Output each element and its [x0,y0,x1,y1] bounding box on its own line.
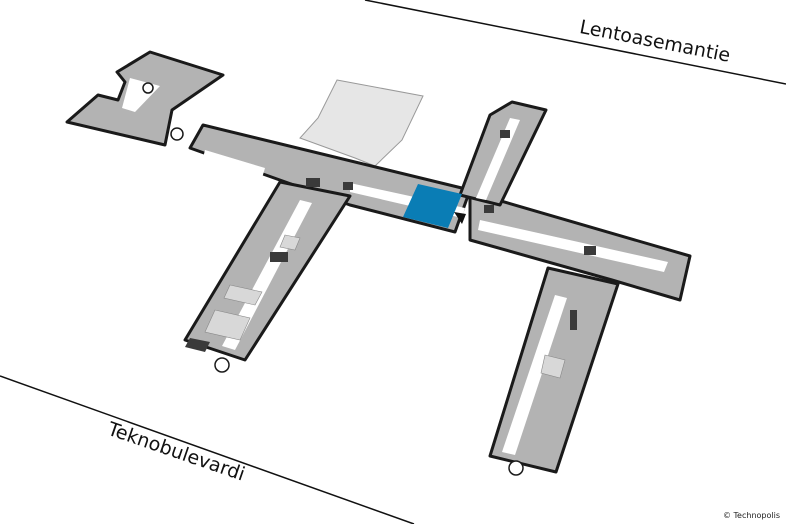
location-arrow-icon [454,212,466,224]
entrance-icon[interactable] [142,82,154,94]
entrance-icons [142,82,524,476]
entrance-icon[interactable] [508,460,524,476]
rooms-light [204,234,566,379]
entrance-icon[interactable] [214,357,230,373]
street-line-teknobulevardi [0,375,415,524]
entrance-icon[interactable] [170,127,184,141]
neighbor-building [299,79,424,167]
highlighted-space[interactable] [403,184,462,228]
copyright: © Technopolis [722,511,780,520]
wing-main-west [188,123,472,234]
rooms [185,130,596,352]
street-line-lentoasemantie [364,0,786,85]
